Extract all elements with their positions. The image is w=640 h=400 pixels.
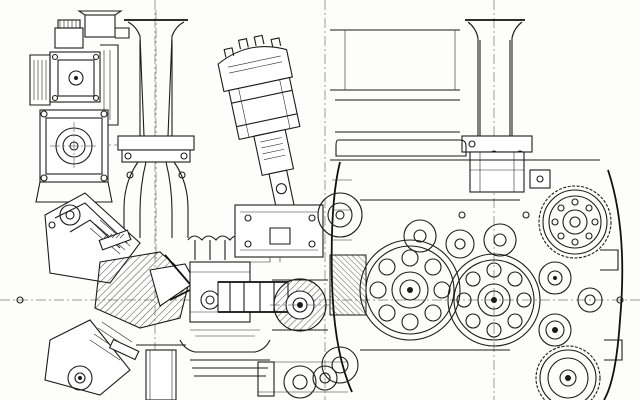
crank-pulley: [270, 278, 330, 332]
piston-connecting-rod: [179, 253, 289, 353]
crankcase-outline-right: [330, 161, 624, 400]
fastener-bolts: [16, 171, 624, 304]
oil-filter-housing: [35, 109, 113, 203]
exhaust-valve-lower-left: [44, 319, 140, 396]
oil-pump-gear-right: [535, 345, 601, 400]
intake-trumpet-left: [117, 10, 195, 260]
oil-sump-section: [317, 192, 367, 384]
lower-gear-pair: [257, 361, 348, 399]
crankcase-top-cover: [330, 29, 600, 161]
idler-gears-right: [538, 261, 603, 347]
intake-trumpet-right: [461, 19, 533, 193]
cylinder-fins-left: [187, 235, 270, 377]
distributor: [217, 34, 301, 224]
camshaft-gear-right: [538, 185, 612, 259]
distributor-drive-housing: [234, 204, 324, 258]
combustion-chamber-left: [94, 251, 201, 329]
gear-train: [359, 219, 541, 347]
fuel-pump-assembly: [29, 10, 130, 126]
lower-pipe-left: [136, 344, 186, 400]
